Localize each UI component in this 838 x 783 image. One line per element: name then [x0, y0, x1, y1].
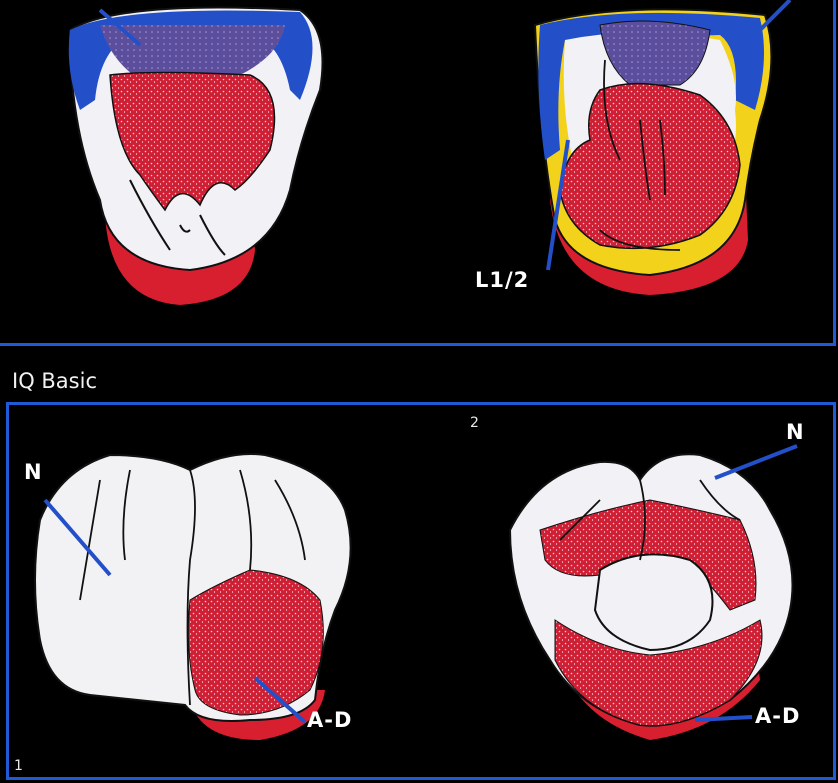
tooth-top-right: [535, 0, 790, 295]
section-title: IQ Basic: [12, 369, 97, 393]
figure-number-top: 2: [470, 415, 479, 431]
tooth-top-left: [69, 8, 323, 306]
label-l12: L1/2: [475, 268, 529, 292]
label-ad-left: A-D: [307, 708, 352, 732]
figure-number-bottom: 1: [14, 758, 23, 774]
label-n-right: N: [786, 420, 805, 444]
label-n-left: N: [24, 460, 43, 484]
label-ad-right: A-D: [755, 704, 800, 728]
pointer-line-n-right: [715, 446, 797, 478]
tooth-bottom-right: [510, 446, 797, 740]
tooth-bottom-left: [35, 454, 351, 740]
